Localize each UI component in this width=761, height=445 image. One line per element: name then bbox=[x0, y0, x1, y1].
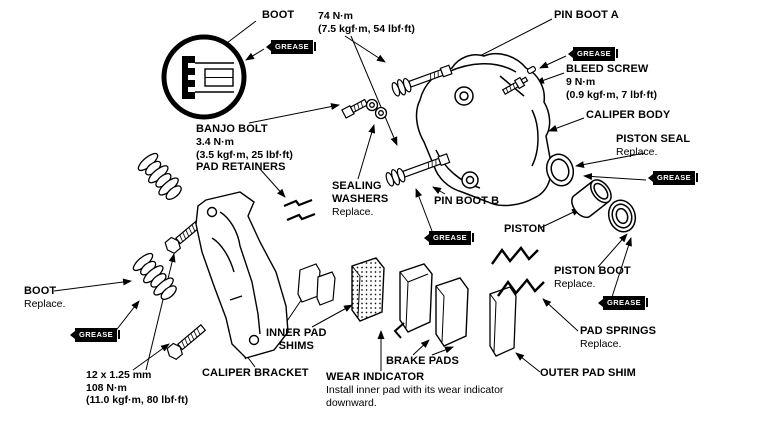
grease-tag-pin-boot-b: GREASE bbox=[424, 231, 475, 245]
grease-label: GREASE bbox=[653, 171, 696, 185]
label-boot-top: BOOT bbox=[262, 9, 294, 22]
brake-pads-part bbox=[399, 263, 469, 347]
pad-springs-part bbox=[491, 246, 545, 297]
label-pin-boot-b: PIN BOOT B bbox=[434, 195, 500, 207]
label-banjo-bolt: BANJO BOLT 3.4 N·m (3.5 kgf·m, 25 lbf·ft… bbox=[196, 123, 293, 161]
bracket-bolt-lower bbox=[166, 324, 207, 361]
grease-tag-boot-left: GREASE bbox=[70, 328, 121, 342]
label-piston-boot: PISTON BOOT Replace. bbox=[554, 265, 631, 290]
grease-tag-pin-boot-a: GREASE bbox=[568, 47, 619, 61]
grease-nib-icon bbox=[568, 49, 573, 58]
guide-pin-b bbox=[385, 153, 451, 187]
grease-end-icon bbox=[696, 173, 699, 183]
label-piston-seal: PISTON SEAL Replace. bbox=[616, 133, 691, 158]
grease-tag-piston-seal: GREASE bbox=[648, 171, 699, 185]
label-bleed-screw: BLEED SCREW 9 N·m (0.9 kgf·m, 7 lbf·ft) bbox=[566, 63, 657, 101]
label-inner-pad-shims: INNER PAD SHIMS bbox=[266, 327, 327, 352]
pad-retainers-part bbox=[283, 198, 316, 222]
grease-nib-icon bbox=[598, 298, 603, 307]
label-boot-top-text: BOOT bbox=[262, 9, 295, 21]
label-wear-indicator: WEAR INDICATOR Install inner pad with it… bbox=[326, 371, 504, 409]
grease-end-icon bbox=[314, 42, 317, 52]
grease-label: GREASE bbox=[75, 328, 118, 342]
bleed-screw-cap-part bbox=[526, 65, 537, 75]
sealing-washers-part bbox=[365, 98, 388, 120]
grease-label: GREASE bbox=[271, 40, 314, 54]
caliper-bracket-part bbox=[195, 191, 289, 359]
piston-seal-part bbox=[545, 153, 575, 187]
guide-pin-a bbox=[391, 64, 453, 97]
outer-pad-shim-part bbox=[489, 286, 517, 357]
label-pad-springs: PAD SPRINGS Replace. bbox=[580, 325, 657, 350]
grease-nib-icon bbox=[648, 173, 653, 182]
boot-part-lower bbox=[132, 252, 177, 301]
grease-label: GREASE bbox=[603, 296, 646, 310]
label-bracket-bolt: 12 x 1.25 mm 108 N·m (11.0 kgf·m, 80 lbf… bbox=[86, 369, 189, 406]
bleed-screw-part bbox=[501, 76, 529, 95]
label-caliper-body: CALIPER BODY bbox=[586, 109, 671, 121]
inner-pad-shims-part bbox=[297, 263, 336, 306]
wear-indicator-part bbox=[393, 322, 405, 339]
grease-end-icon bbox=[646, 298, 649, 308]
grease-end-icon bbox=[472, 233, 475, 243]
grease-end-icon bbox=[616, 49, 619, 59]
label-caliper-bracket: CALIPER BRACKET bbox=[202, 367, 309, 379]
caliper-body-part bbox=[415, 52, 552, 207]
grease-label: GREASE bbox=[429, 231, 472, 245]
boot-part-upper bbox=[137, 152, 182, 201]
grease-nib-icon bbox=[70, 330, 75, 339]
grease-end-icon bbox=[118, 330, 121, 340]
label-sealing-washers: SEALING WASHERS Replace. bbox=[332, 180, 389, 218]
label-piston: PISTON bbox=[504, 223, 546, 235]
label-outer-pad-shim: OUTER PAD SHIM bbox=[540, 367, 636, 379]
piston-part bbox=[571, 179, 612, 219]
label-pin-boot-a: PIN BOOT A bbox=[554, 9, 619, 21]
grease-nib-icon bbox=[424, 233, 429, 242]
banjo-bolt-part bbox=[341, 98, 369, 119]
boot-detail-callout bbox=[161, 34, 247, 120]
grease-tag-boot-callout: GREASE bbox=[266, 40, 317, 54]
label-boot-left: BOOT Replace. bbox=[24, 285, 66, 310]
label-pad-retainers: PAD RETAINERS bbox=[196, 161, 286, 173]
label-brake-pads: BRAKE PADS bbox=[386, 355, 459, 367]
leader-lines bbox=[53, 18, 647, 373]
label-pin-torque: 74 N·m (7.5 kgf·m, 54 lbf·ft) bbox=[318, 10, 415, 35]
grease-label: GREASE bbox=[573, 47, 616, 61]
inner-pad-part bbox=[351, 257, 385, 322]
grease-nib-icon bbox=[266, 42, 271, 51]
piston-boot-part bbox=[607, 199, 637, 233]
grease-tag-piston-boot: GREASE bbox=[598, 296, 649, 310]
